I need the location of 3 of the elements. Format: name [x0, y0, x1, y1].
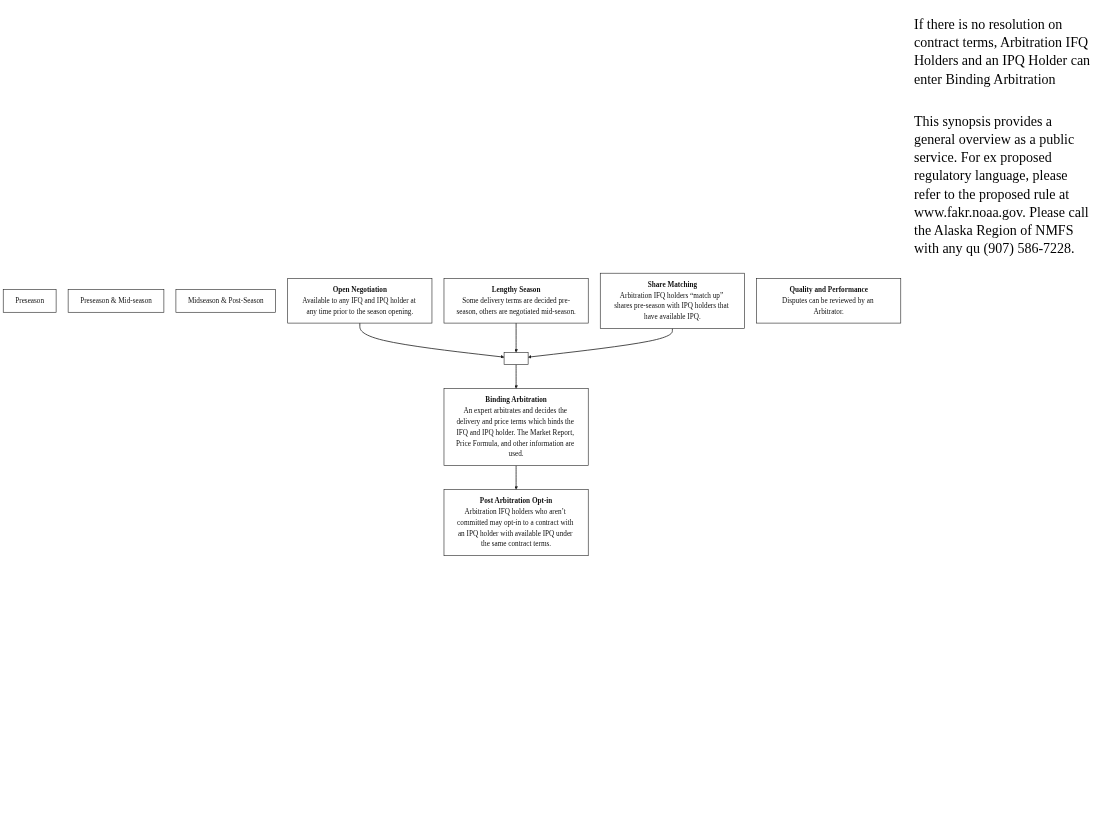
note-text: This synopsis provides a general overview as a public service. For ex proposed regulatory language, please refer to the proposed rule at www.fakr.noaa.gov. Please call the Alaska Region of NMFS with any qu (907) 586-7228. — [914, 112, 1090, 259]
node-box — [503, 351, 529, 365]
note-text: If there is no resolution on contract terms, Arbitration IFQ Holders and an IPQ Holder can enter Binding Arbitration — [914, 16, 1092, 89]
